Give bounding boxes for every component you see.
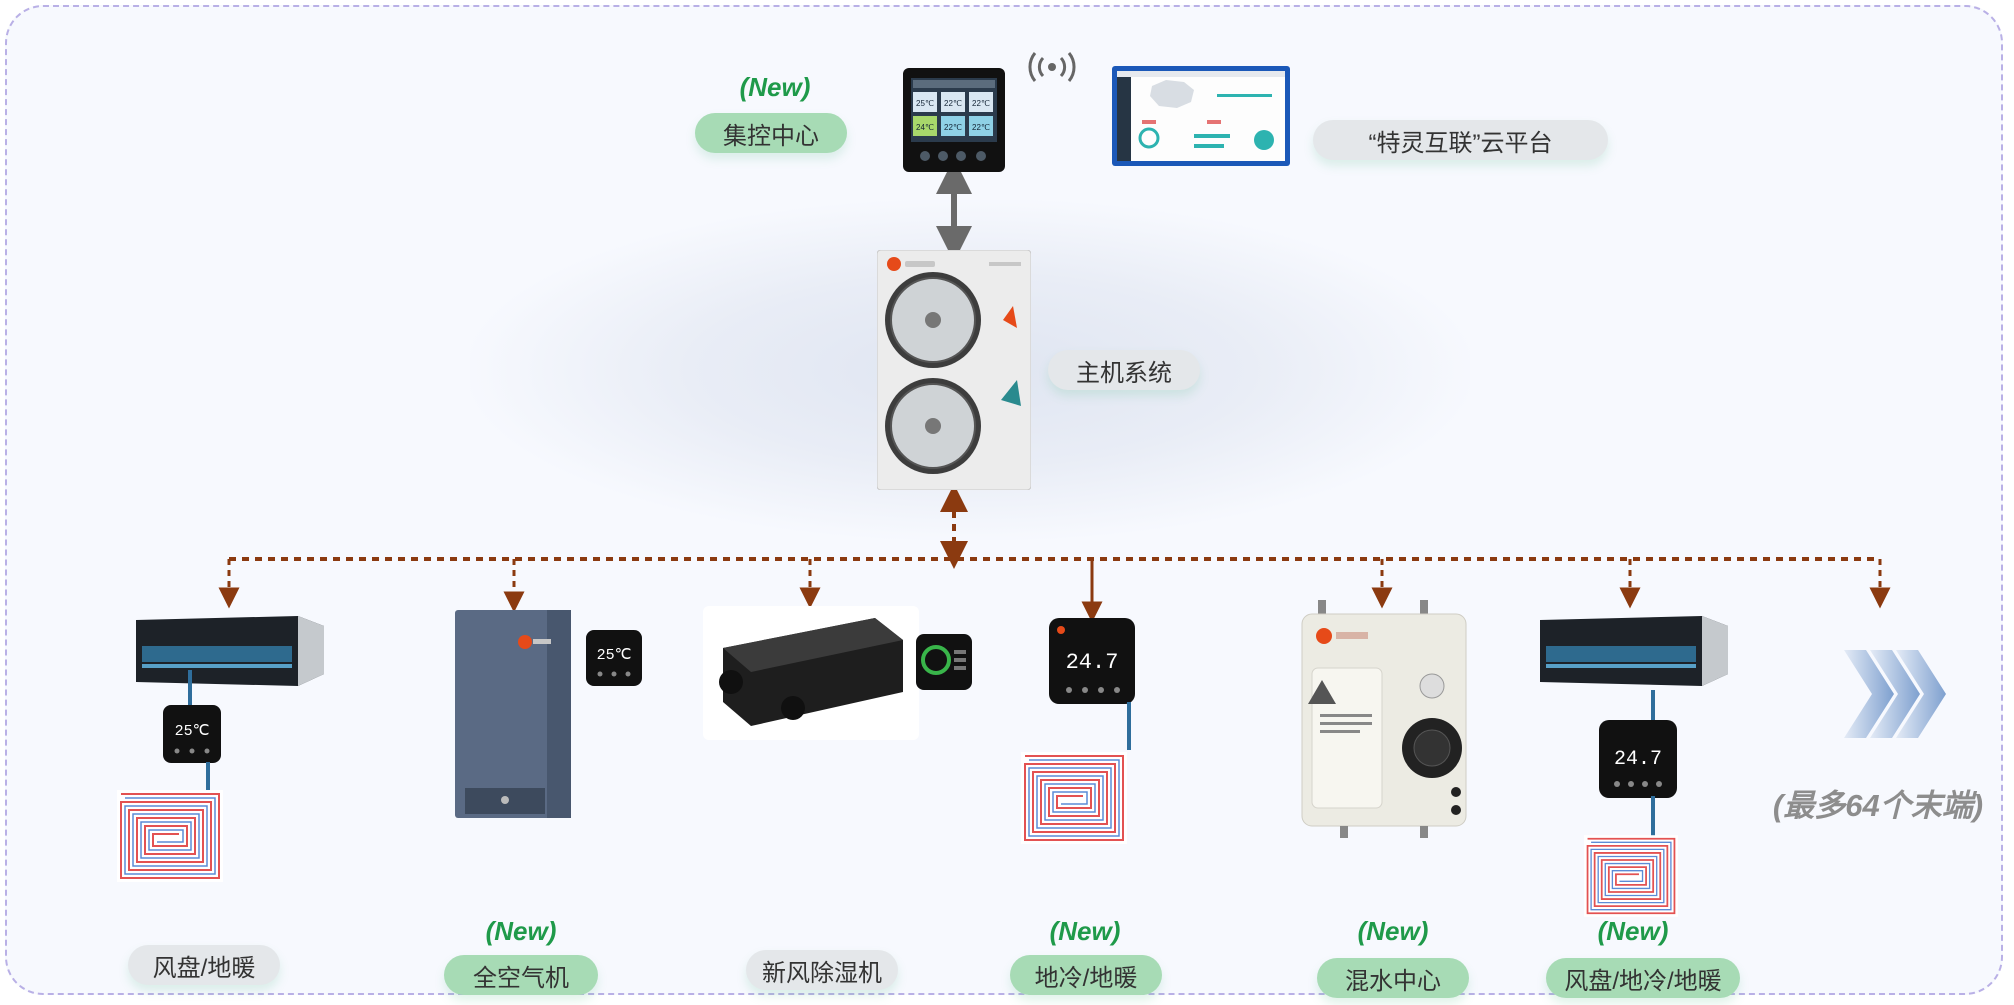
terminal-label-2: 全空气机 xyxy=(444,955,598,995)
wire-6a xyxy=(1651,690,1655,724)
terminal-label-4: 地冷/地暖 xyxy=(1010,955,1162,995)
panel-tile xyxy=(969,116,993,136)
thermostat-2: 25℃ xyxy=(586,630,642,686)
thermostat-1-reading: 25℃ xyxy=(175,723,210,740)
thermostat-6-reading: 24.7 xyxy=(1614,748,1662,771)
new-badge-terminal-4: (New) xyxy=(1049,916,1121,946)
more-terminals-label: (最多64个末端) xyxy=(1772,788,1984,823)
wire-1a xyxy=(188,670,192,710)
panel-tile xyxy=(913,92,937,112)
panel-tile-reading: 25℃ xyxy=(916,99,934,108)
new-badge-terminal-2: (New) xyxy=(485,916,557,946)
wire-4 xyxy=(1127,702,1131,750)
thermostat-3 xyxy=(916,634,972,690)
panel-tile-reading: 24℃ xyxy=(916,123,934,132)
center-control-label: 集控中心 xyxy=(695,113,847,153)
all-air-unit xyxy=(455,610,571,818)
thermostat-1: 25℃ xyxy=(163,705,221,763)
panel-tile xyxy=(941,116,965,136)
new-badge-terminal-6: (New) xyxy=(1597,916,1669,946)
thermostat-4: 24.7 xyxy=(1049,618,1135,704)
terminal-label-1: 风盘/地暖 xyxy=(128,945,280,985)
panel-tile-reading: 22℃ xyxy=(972,123,990,132)
thermostat-4-reading: 24.7 xyxy=(1066,650,1119,675)
panel-tile-reading: 22℃ xyxy=(972,99,990,108)
cloud-platform-label: “特灵互联”云平台 xyxy=(1313,120,1608,160)
cloud-platform-text: “特灵互联”云平台 xyxy=(1368,129,1553,157)
new-badge-terminal-5: (New) xyxy=(1357,916,1429,946)
floor-heating-coil-icon xyxy=(117,790,223,882)
panel-tile-reading: 22℃ xyxy=(944,99,962,108)
panel-tile xyxy=(941,92,965,112)
main-outdoor-unit xyxy=(877,250,1031,490)
panel-tile xyxy=(913,116,937,136)
fresh-air-dehumidifier xyxy=(703,606,919,740)
fan-coil-unit-1 xyxy=(136,616,324,686)
wire-6b xyxy=(1651,796,1655,836)
thermostat-6: 24.7 xyxy=(1599,720,1677,798)
panel-tile xyxy=(969,92,993,112)
cloud-dashboard-screen xyxy=(1112,66,1290,166)
mixing-water-center xyxy=(1301,600,1467,838)
thermostat-2-reading: 25℃ xyxy=(597,647,632,664)
wireless-signal-icon xyxy=(1028,52,1076,82)
floor-heating-coil-icon xyxy=(1021,752,1127,844)
main-system-label: 主机系统 xyxy=(1048,350,1200,390)
panel-tile-reading: 22℃ xyxy=(944,123,962,132)
terminal-label-3: 新风除湿机 xyxy=(746,950,898,990)
wire-1b xyxy=(206,762,210,794)
triple-chevron-right-icon xyxy=(1844,650,1946,738)
fan-coil-unit-6 xyxy=(1540,616,1728,686)
terminal-label-6: 风盘/地冷/地暖 xyxy=(1546,958,1740,998)
control-panel-device: 25℃ 22℃ 22℃ 24℃ 22℃ 22℃ xyxy=(903,68,1005,172)
floor-heating-coil-icon xyxy=(1584,835,1678,917)
terminal-label-5: 混水中心 xyxy=(1317,958,1469,998)
new-badge-center-control: (New) xyxy=(739,72,811,102)
